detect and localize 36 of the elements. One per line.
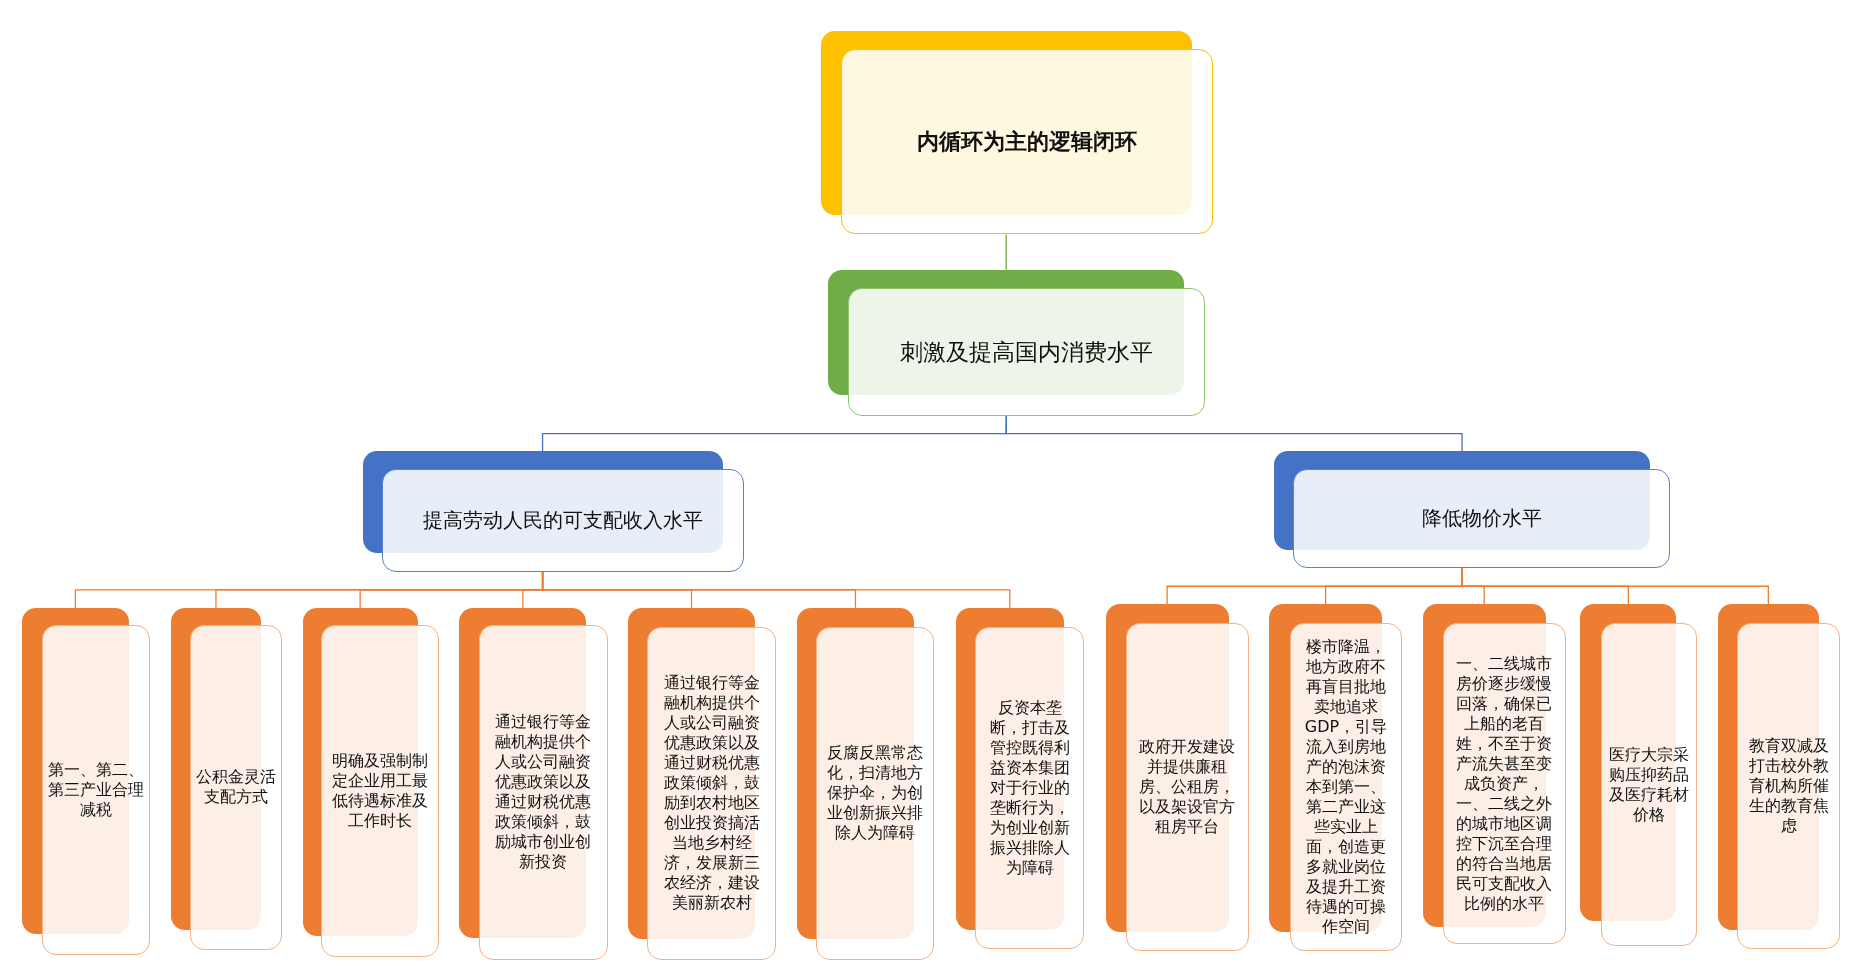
box-text: 医疗大宗采购压抑药品及医疗耗材价格 (1607, 744, 1690, 825)
process-box (459, 607, 608, 960)
box-text: 明确及强制制定企业用工最低待遇标准及工作时长 (330, 750, 429, 831)
process-box (1718, 604, 1841, 949)
process-box (955, 607, 1084, 949)
box-text: 教育双减及打击校外教育机构所催生的教育焦虑 (1747, 736, 1830, 837)
box-text: 刺激及提高国内消费水平 (900, 337, 1153, 367)
box-text: 政府开发建设并提供廉租房、公租房，以及架设官方租房平台 (1138, 737, 1237, 838)
process-box (820, 31, 1214, 235)
box-text: 公积金灵活支配方式 (195, 767, 278, 808)
connector-line (1005, 415, 1463, 452)
process-box (1269, 604, 1403, 952)
connector-line (1005, 233, 1007, 272)
box-text: 楼市降温，地方政府不再盲目批地卖地追求GDP，引导流入到房地产的泡沫资本到第一、第二产业这些实业上面，创造更多就业岗位及提升工资待遇的可操作空间 (1304, 637, 1388, 938)
process-box (1274, 451, 1671, 569)
process-box (1422, 604, 1567, 944)
box-text: 反资本垄断，打击及管控既得利益资本集团对于行业的垄断行为，为创业创新振兴排除人为障碍 (988, 697, 1071, 878)
process-box (796, 607, 935, 960)
box-text: 第一、第二、第三产业合理减税 (46, 759, 145, 820)
box-text: 通过银行等金融机构提供个人或公司融资优惠政策以及通过财税优惠政策倾斜，鼓励到农村地区创业投资搞活当地乡村经济，发展新三农经济，建设美丽新农村 (662, 673, 761, 914)
process-box (1105, 604, 1250, 952)
connector-line (1461, 567, 1769, 605)
process-box (302, 607, 440, 958)
box-text: 反腐反黑常态化，扫清地方保护伞，为创业创新振兴排除人为障碍 (826, 743, 925, 844)
box-text: 一、二线城市房价逐步缓慢回落，确保已上船的老百姓，不至于资产流失甚至变成负资产，一、二线之外的城市地区调控下沉至合理的符合当地居民可支配收入比例的水平 (1455, 653, 1554, 914)
process-box (21, 607, 150, 955)
process-box (362, 451, 745, 572)
process-box (628, 607, 777, 960)
process-box (1580, 604, 1697, 947)
connector-line (541, 571, 1011, 609)
box-text: 内循环为主的逻辑闭环 (917, 127, 1138, 156)
box-text: 通过银行等金融机构提供个人或公司融资优惠政策以及通过财税优惠政策倾斜，鼓励城市创业创新投资 (494, 712, 593, 873)
box-text: 降低物价水平 (1421, 505, 1542, 533)
process-box (171, 607, 283, 950)
process-box (827, 270, 1205, 417)
box-text: 提高劳动人民的可支配收入水平 (422, 506, 703, 534)
